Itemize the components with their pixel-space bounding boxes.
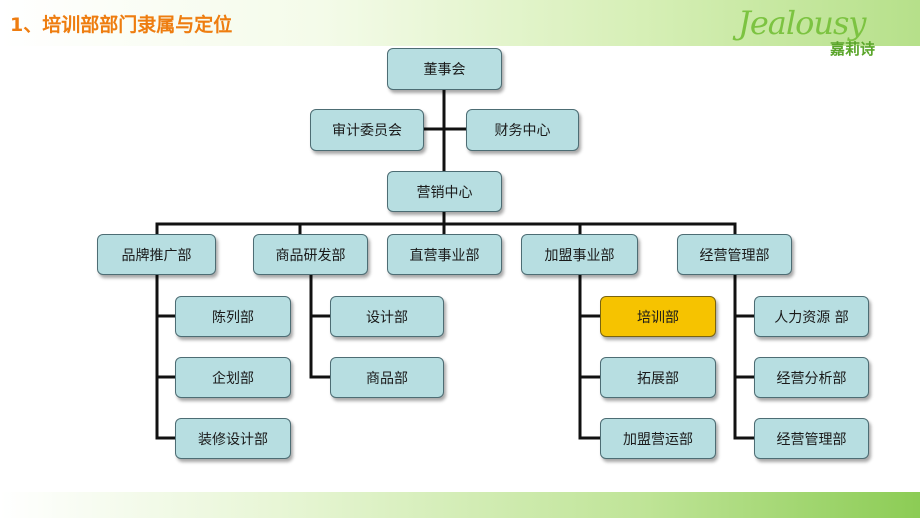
node-audit-committee: 审计委员会 — [310, 109, 424, 151]
node-franchise-ops-dept: 加盟营运部 — [600, 418, 716, 459]
node-hr-dept: 人力资源 部 — [754, 296, 869, 337]
node-merchandise-dept: 商品部 — [330, 357, 444, 398]
logo-chinese-text: 嘉莉诗 — [830, 40, 876, 58]
node-division-direct-sales: 直营事业部 — [387, 234, 502, 275]
header-band — [0, 0, 920, 46]
node-planning-dept: 企划部 — [175, 357, 291, 398]
node-division-operations: 经营管理部 — [677, 234, 792, 275]
node-training-dept: 培训部 — [600, 296, 716, 337]
node-display-dept: 陈列部 — [175, 296, 291, 337]
node-marketing-center: 营销中心 — [387, 171, 502, 212]
node-business-management-dept: 经营管理部 — [754, 418, 869, 459]
node-expansion-dept: 拓展部 — [600, 357, 716, 398]
slide-title: 1、培训部部门隶属与定位 — [10, 14, 233, 36]
node-decoration-design-dept: 装修设计部 — [175, 418, 291, 459]
node-business-analysis-dept: 经营分析部 — [754, 357, 869, 398]
node-design-dept: 设计部 — [330, 296, 444, 337]
brand-logo: Jealousy 嘉莉诗 — [738, 4, 908, 60]
node-board: 董事会 — [387, 48, 502, 90]
node-division-franchise: 加盟事业部 — [521, 234, 638, 275]
logo-script-text: Jealousy — [738, 4, 866, 42]
node-division-brand: 品牌推广部 — [97, 234, 216, 275]
node-division-product-rd: 商品研发部 — [253, 234, 368, 275]
footer-band — [0, 492, 920, 518]
node-finance-center: 财务中心 — [466, 109, 579, 151]
